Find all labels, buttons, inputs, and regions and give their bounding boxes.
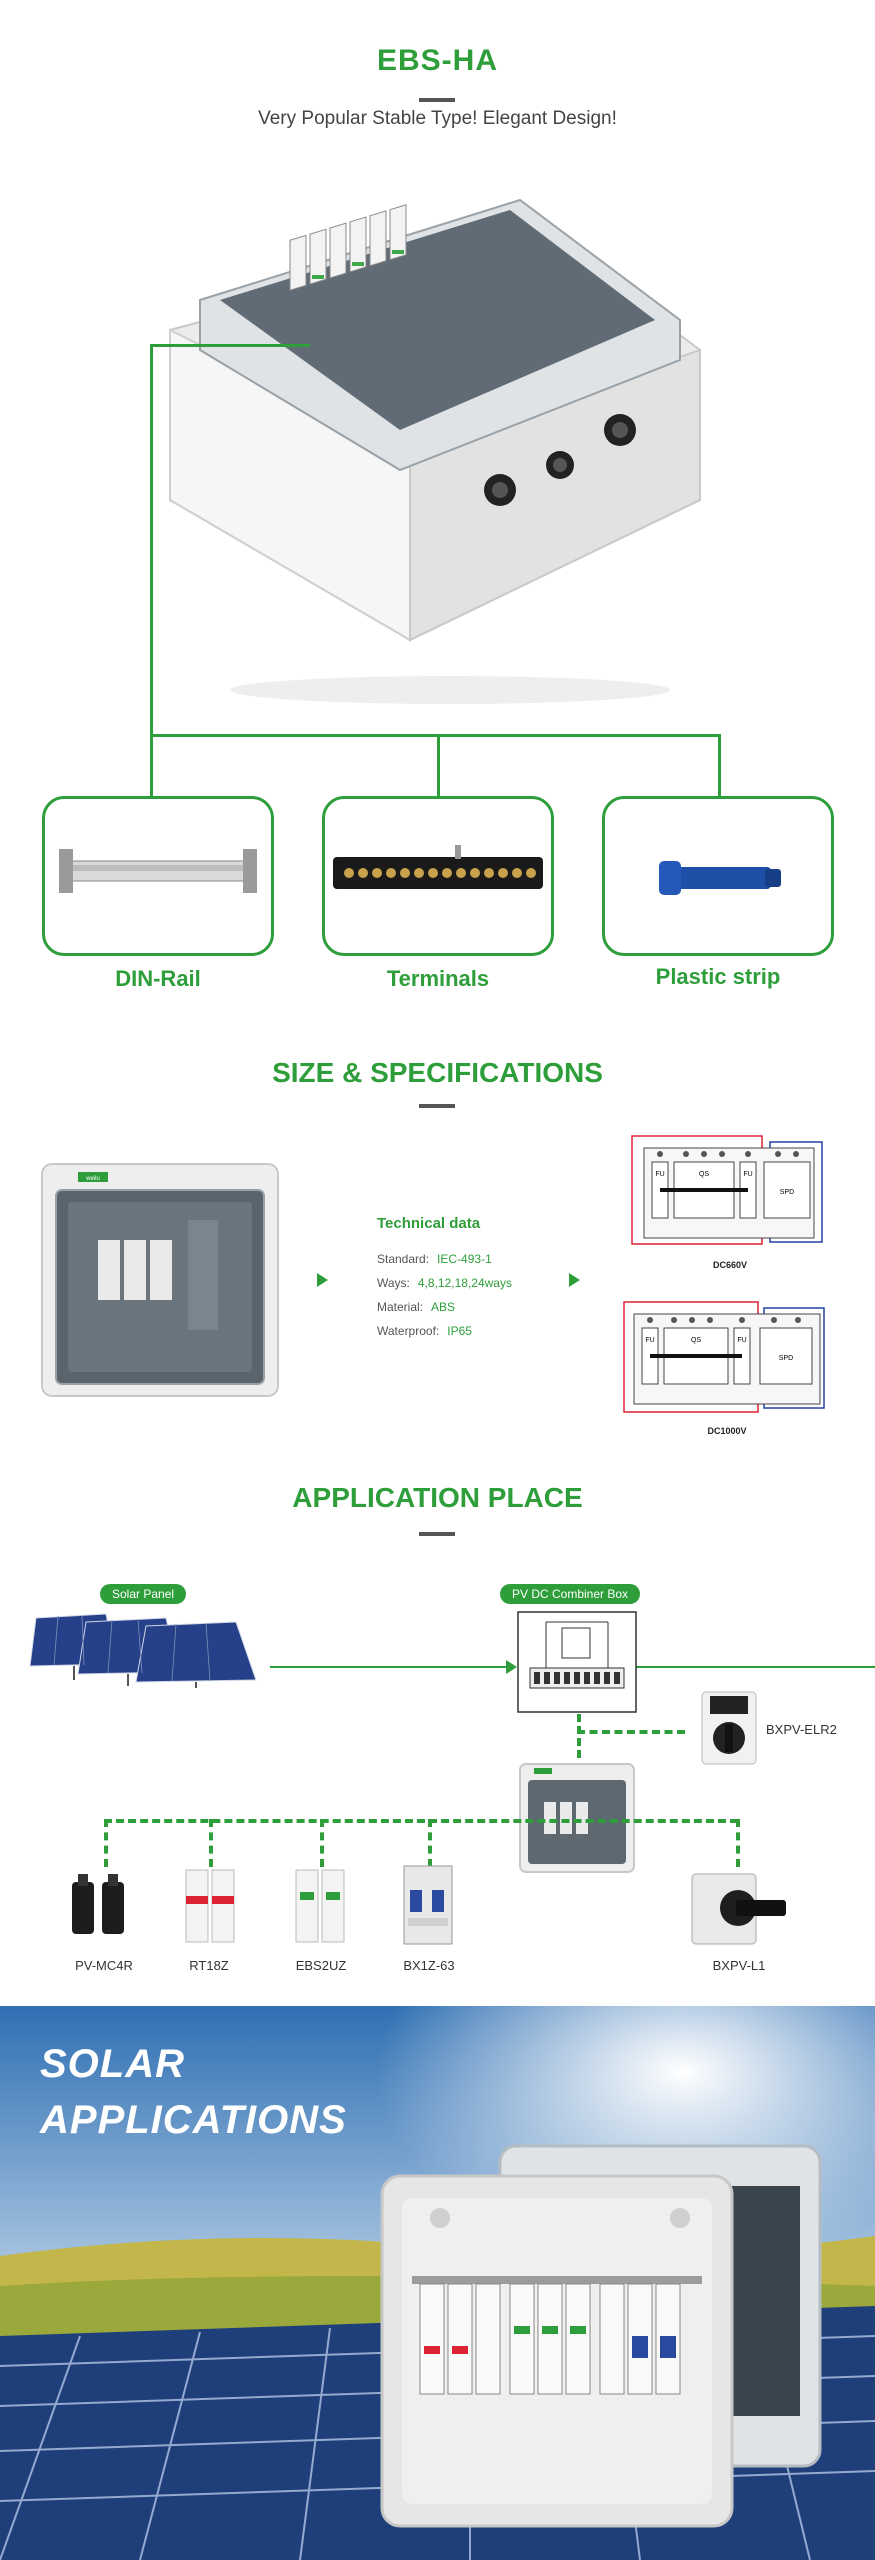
wiring-diagram-dc1000v: FU QS FU SPD <box>623 1301 825 1413</box>
dashed-connector <box>428 1819 432 1867</box>
enclosure-brand: weilu <box>85 1176 100 1182</box>
tech-row: Waterproof: IP65 <box>377 1324 512 1348</box>
diagram-label-fu: FU <box>655 1171 664 1178</box>
circuit-breaker-image <box>403 1865 453 1945</box>
technical-data-title: Technical data <box>377 1215 481 1232</box>
plastic-strip-image <box>659 861 781 895</box>
din-rail-image <box>59 849 257 893</box>
tech-key: Standard: <box>377 1252 430 1266</box>
title-underline <box>419 1532 455 1536</box>
terminals-image <box>333 845 543 889</box>
fuse-holder-image <box>185 1869 235 1943</box>
section-title-specs: SIZE & SPECIFICATIONS <box>272 1057 603 1088</box>
wiring-diagram-dc660v: FU QS FU SPD <box>631 1135 823 1245</box>
accessory-card-plastic-strip <box>602 796 834 956</box>
diagram-label-spd: SPD <box>780 1189 794 1196</box>
arrow-right-icon <box>317 1273 328 1287</box>
connector-mc4-image <box>72 1874 124 1934</box>
dashed-connector <box>320 1819 324 1867</box>
diagram-label-spd: SPD <box>779 1355 793 1362</box>
tech-row: Material: ABS <box>377 1300 512 1324</box>
product-label: BX1Z-63 <box>403 1958 455 1973</box>
diagram-label-fu: FU <box>737 1337 746 1344</box>
page-title: EBS-HA <box>376 44 498 77</box>
connector-line <box>718 734 721 796</box>
flow-line <box>636 1666 875 1668</box>
arrow-right-icon <box>506 1660 517 1674</box>
surge-protector-image <box>295 1869 345 1943</box>
banner-background-image <box>0 2006 875 2560</box>
tech-key: Material: <box>377 1300 424 1314</box>
dashed-connector <box>209 1819 213 1867</box>
tech-value: IP65 <box>447 1324 472 1338</box>
product-label: EBS2UZ <box>295 1958 347 1973</box>
center-enclosure-image <box>519 1763 635 1873</box>
wiring-label: DC1000V <box>707 1426 747 1436</box>
dc-isolator-image <box>691 1873 786 1945</box>
dashed-connector <box>104 1819 738 1823</box>
solar-panel-label: Solar Panel <box>100 1584 187 1604</box>
arrow-right-icon <box>569 1273 580 1287</box>
connector-line <box>150 734 153 796</box>
dashed-connector <box>577 1730 685 1734</box>
enclosure-front-image: weilu <box>41 1163 279 1397</box>
isolator-switch-image <box>701 1691 757 1765</box>
accessory-label: Plastic strip <box>655 964 781 989</box>
diagram-label-fu: FU <box>743 1171 752 1178</box>
connector-line <box>150 734 720 737</box>
product-label: BXPV-L1 <box>712 1958 766 1973</box>
tech-value: 4,8,12,18,24ways <box>417 1276 512 1290</box>
combiner-box-label: PV DC Combiner Box <box>500 1584 641 1604</box>
solar-applications-banner: SOLAR APPLICATIONS <box>0 2006 875 2560</box>
wiring-label: DC660V <box>712 1260 748 1270</box>
product-label: RT18Z <box>189 1958 229 1973</box>
connector-line <box>150 344 153 734</box>
tech-key: Ways: <box>377 1276 410 1290</box>
banner-title-line2: APPLICATIONS <box>40 2098 347 2142</box>
flow-arrow-line <box>270 1666 510 1668</box>
connector-line <box>150 344 310 347</box>
connector-line <box>437 734 440 796</box>
diagram-label-fu: FU <box>645 1337 654 1344</box>
accessory-card-terminals <box>322 796 554 956</box>
tech-value: IEC-493-1 <box>437 1252 492 1266</box>
accessory-card-din-rail <box>42 796 274 956</box>
accessory-label: DIN-Rail <box>115 966 201 991</box>
dashed-connector <box>104 1819 108 1867</box>
diagram-label-qs: QS <box>699 1171 709 1178</box>
tech-value: ABS <box>431 1300 456 1314</box>
solar-panel-image <box>29 1613 257 1688</box>
hero-product-image <box>169 198 701 704</box>
technical-data-list: Standard: IEC-493-1 Ways: 4,8,12,18,24wa… <box>377 1252 512 1348</box>
combiner-box-image <box>517 1611 637 1713</box>
accessory-label: Terminals <box>386 966 490 991</box>
tech-row: Standard: IEC-493-1 <box>377 1252 512 1276</box>
product-label: PV-MC4R <box>75 1958 133 1973</box>
dashed-connector <box>736 1819 740 1867</box>
title-underline <box>419 98 455 102</box>
diagram-label-qs: QS <box>691 1337 701 1344</box>
section-title-application: APPLICATION PLACE <box>292 1482 583 1513</box>
page-subtitle: Very Popular Stable Type! Elegant Design… <box>258 108 617 129</box>
dashed-connector <box>577 1714 581 1758</box>
product-label-bxpv-elr2: BXPV-ELR2 <box>766 1722 837 1737</box>
tech-row: Ways: 4,8,12,18,24ways <box>377 1276 512 1300</box>
tech-key: Waterproof: <box>377 1324 440 1338</box>
title-underline <box>419 1104 455 1108</box>
banner-title-line1: SOLAR <box>40 2042 185 2086</box>
